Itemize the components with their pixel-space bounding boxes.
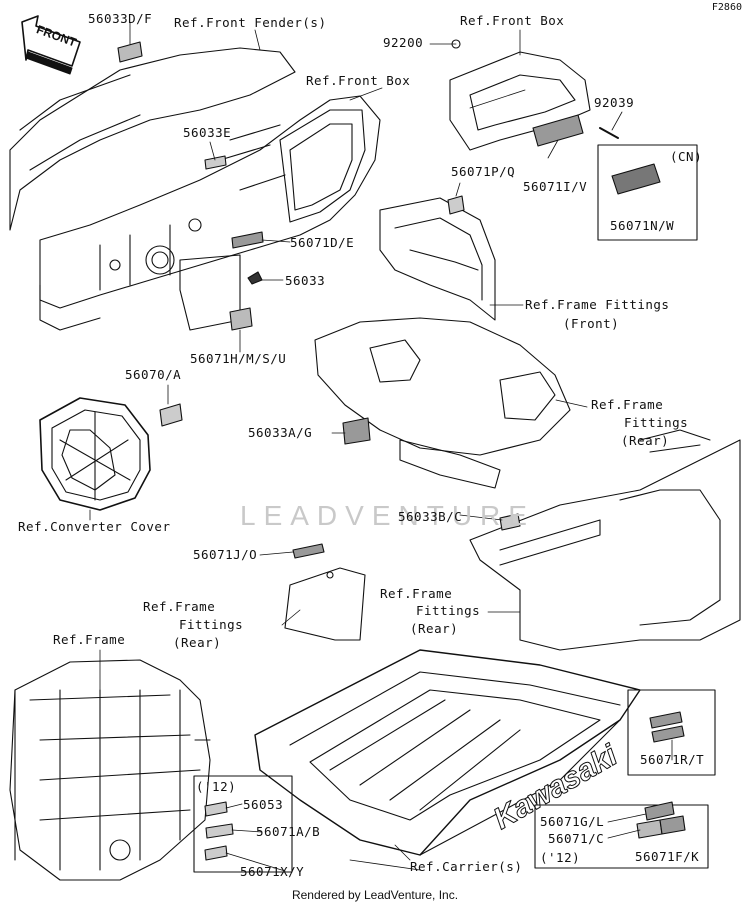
- label-56071jo: 56071J/O: [193, 547, 258, 562]
- label-ref-front-box: Ref.Front Box: [306, 73, 411, 88]
- decal-56033df: [117, 41, 143, 63]
- floor-panel: [314, 317, 571, 489]
- decal-box-rt: [627, 689, 716, 776]
- label-ref-frame-rear-3: (Rear): [621, 433, 670, 448]
- label-56071iv: 56071I/V: [523, 179, 588, 194]
- label-56071fk: 56071F/K: [635, 849, 700, 864]
- label-92039: 92039: [594, 95, 635, 110]
- label-12-b: ('12): [540, 850, 581, 865]
- label-ref-frame-fit-left-2: Fittings: [179, 617, 244, 632]
- decal-box-gl: [534, 801, 709, 869]
- clip-56033: [247, 271, 263, 285]
- watermark: LEADVENTURE: [240, 500, 535, 531]
- decal-56071de: [231, 231, 264, 249]
- label-56071c: 56071/C: [548, 831, 605, 846]
- label-56071ab: 56071A/B: [256, 824, 321, 839]
- decal-56071hmsu: [229, 307, 253, 331]
- label-56071rt: 56071R/T: [640, 752, 705, 767]
- label-12-a: ('12): [196, 779, 237, 794]
- label-ref-front-fender: Ref.Front Fender(s): [174, 15, 327, 30]
- label-ref-frame-rear-2: Fittings: [624, 415, 689, 430]
- label-ref-frame-rear-1: Ref.Frame: [591, 397, 664, 412]
- label-ref-converter-cover: Ref.Converter Cover: [18, 519, 171, 534]
- label-56033bc: 56033B/C: [398, 509, 463, 524]
- converter-cover: [39, 397, 183, 511]
- label-ref-frame-fit-left-1: Ref.Frame: [143, 599, 216, 614]
- frame-fittings-rear-right: [469, 429, 741, 651]
- label-56071nw: 56071N/W: [610, 218, 675, 233]
- label-ref-carrier: Ref.Carrier(s): [410, 859, 523, 874]
- label-ref-frame-fittings-front-1: Ref.Frame Fittings: [525, 297, 670, 312]
- label-56033df: 56033D/F: [88, 11, 153, 26]
- leader-lines: [89, 21, 673, 872]
- label-56070a: 56070/A: [125, 367, 182, 382]
- cn-decal-box: [597, 144, 698, 241]
- label-56071hmsu: 56071H/M/S/U: [190, 351, 287, 366]
- label-ref-frame-fit-mid-1: Ref.Frame: [380, 586, 453, 601]
- front-box: [449, 39, 619, 151]
- label-56033ag: 56033A/G: [248, 425, 313, 440]
- label-ref-frame: Ref.Frame: [53, 632, 126, 647]
- label-56053: 56053: [243, 797, 284, 812]
- decal-56071jo: [292, 543, 325, 559]
- front-fender-panel: [9, 47, 381, 331]
- figure-id: F2860: [711, 2, 742, 13]
- decal-56033e: [204, 155, 227, 170]
- label-cn: (CN): [670, 149, 703, 164]
- label-ref-frame-fit-left-3: (Rear): [173, 635, 222, 650]
- label-56033e: 56033E: [183, 125, 232, 140]
- label-56071de: 56071D/E: [290, 235, 355, 250]
- front-direction-arrow: FRONT: [21, 15, 81, 75]
- label-56071xy: 56071X/Y: [240, 864, 305, 879]
- label-ref-frame-fit-mid-3: (Rear): [410, 621, 459, 636]
- frame-fittings-front: [379, 195, 496, 321]
- label-ref-front-box-top: Ref.Front Box: [460, 13, 565, 28]
- decal-box-12: [193, 775, 293, 873]
- label-ref-frame-fittings-front-2: (Front): [563, 316, 620, 331]
- footer-credit: Rendered by LeadVenture, Inc.: [291, 888, 459, 902]
- frame-assembly: [9, 659, 211, 881]
- label-92200: 92200: [383, 35, 424, 50]
- rear-fittings-panel: [284, 567, 366, 641]
- label-56071gl: 56071G/L: [540, 814, 605, 829]
- label-56033: 56033: [285, 273, 326, 288]
- label-56071pq: 56071P/Q: [451, 164, 516, 179]
- label-ref-frame-fit-mid-2: Fittings: [416, 603, 481, 618]
